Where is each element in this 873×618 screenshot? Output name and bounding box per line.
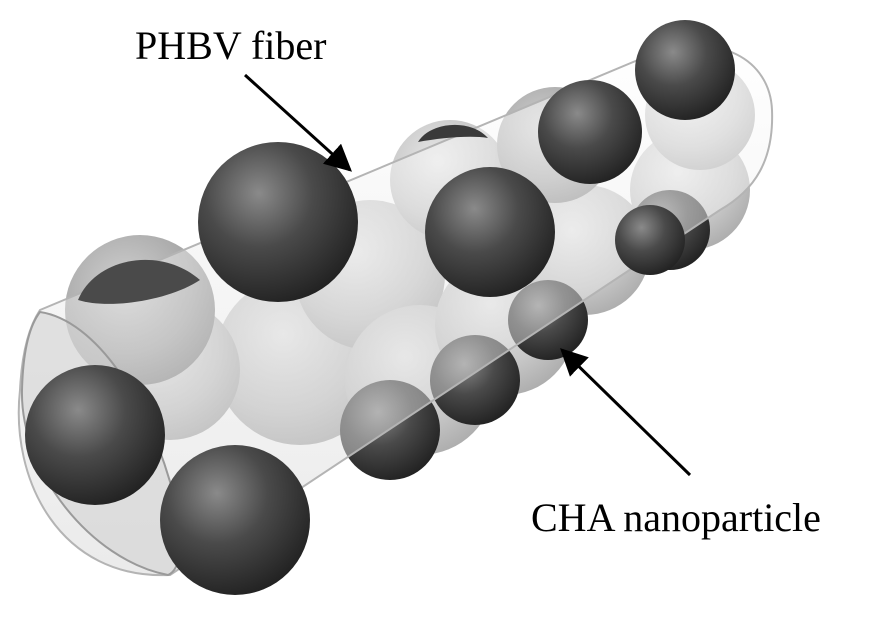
nanoparticle xyxy=(198,142,358,302)
nanoparticle xyxy=(160,445,310,595)
surface-particles xyxy=(25,20,735,595)
nanoparticle xyxy=(635,20,735,120)
particle-pointer-arrow xyxy=(560,348,692,477)
nanoparticle-cap xyxy=(78,259,200,304)
nanoparticle-cap xyxy=(418,124,488,142)
fiber-pointer-arrow xyxy=(243,73,353,172)
nanoparticle xyxy=(425,167,555,297)
fiber-label: PHBV fiber xyxy=(135,23,327,68)
nanoparticle-label: CHA nanoparticle xyxy=(531,495,821,540)
nanoparticle xyxy=(615,205,685,275)
nanoparticle xyxy=(25,365,165,505)
nanoparticle xyxy=(538,80,642,184)
